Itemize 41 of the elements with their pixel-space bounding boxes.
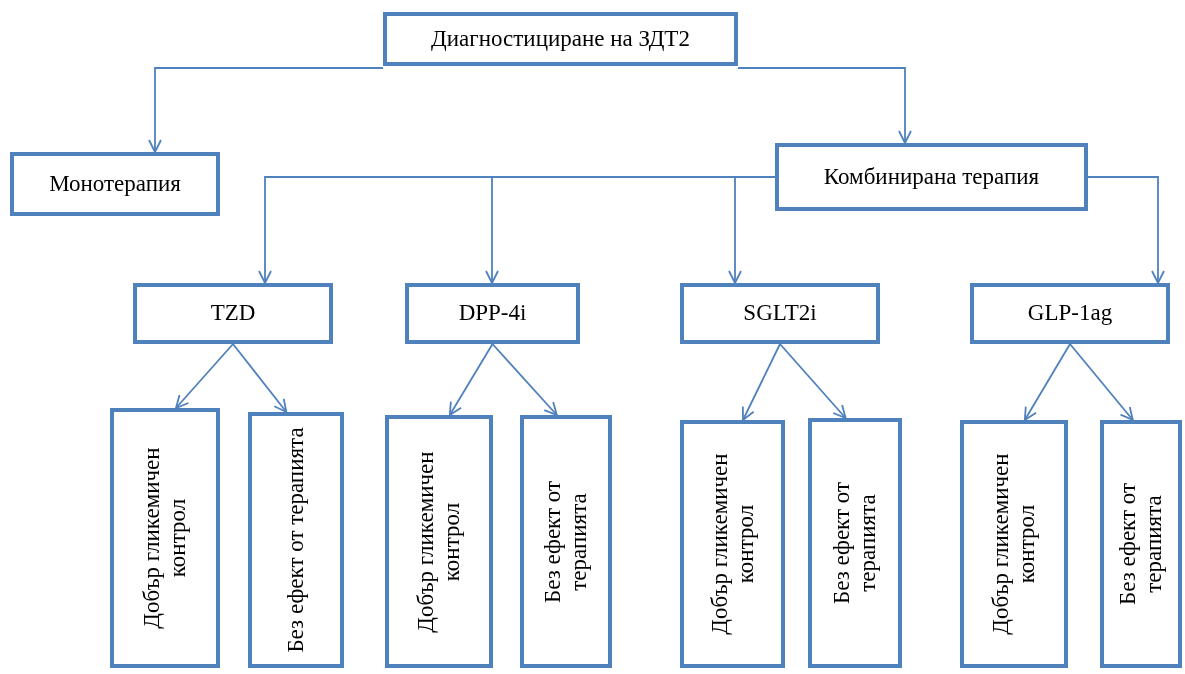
arrow — [1023, 343, 1071, 421]
process-box — [10, 152, 220, 216]
outcome-box — [808, 418, 902, 668]
outcome-box — [520, 415, 612, 668]
arrow — [148, 67, 384, 153]
node-label: Комбинирана терапия — [823, 163, 1040, 191]
outcome-box — [385, 415, 493, 668]
outcome-box — [248, 412, 344, 668]
process-box — [680, 283, 880, 344]
arrow — [175, 343, 234, 409]
arrow — [728, 176, 776, 284]
node-label: Добър гликемичен контрол — [412, 449, 465, 635]
node-label: GLP-1ag — [1027, 300, 1113, 327]
node-label: TZD — [210, 300, 256, 327]
process-box — [970, 283, 1170, 344]
arrow — [491, 343, 558, 416]
process-box — [133, 283, 333, 344]
arrow — [1069, 343, 1134, 421]
arrow — [779, 343, 847, 419]
node-label: Монотерапия — [49, 170, 181, 198]
node-label: Добър гликемичен контрол — [138, 446, 191, 631]
node-label: Без ефект от терапията — [539, 479, 592, 605]
outcome-box — [1100, 420, 1182, 668]
node-label: SGLT2i — [743, 300, 817, 327]
arrow — [737, 67, 912, 144]
node-label: Без ефект от терапията — [282, 427, 309, 653]
arrow — [741, 343, 781, 421]
node-label: Добър гликемичен контрол — [987, 452, 1040, 637]
node-label: Добър гликемичен контрол — [706, 452, 759, 637]
arrow — [232, 343, 288, 413]
outcome-box — [960, 420, 1068, 668]
node-label: Без ефект от терапията — [1114, 481, 1167, 608]
node-label: DPP-4i — [458, 300, 527, 327]
node-label: Диагностициране на ЗДТ2 — [431, 25, 690, 53]
process-box — [775, 143, 1088, 211]
arrow — [1087, 176, 1165, 284]
outcome-box — [110, 408, 220, 668]
process-box — [405, 283, 580, 344]
arrow — [448, 343, 494, 416]
outcome-box — [680, 420, 785, 668]
process-box — [383, 12, 738, 66]
